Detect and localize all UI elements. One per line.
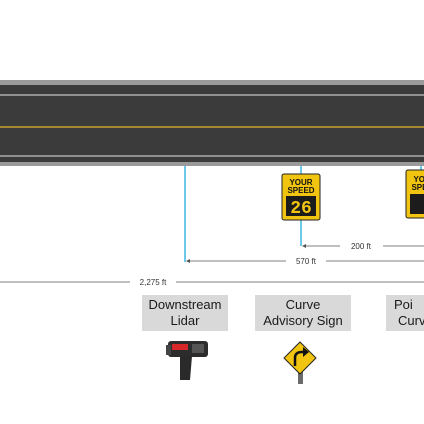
- speed-feedback-sign: YOUR SPEED 26: [281, 173, 321, 221]
- speed-feedback-sign-right: YOUR SPEED: [405, 169, 424, 219]
- point-of-curvature-label-line1: Poi: [394, 297, 413, 312]
- speed-sign-value: 26: [290, 199, 312, 219]
- curve-advisory-sign-icon: [283, 341, 317, 384]
- dimension-2275ft: 2,275 ft: [0, 278, 424, 287]
- downstream-lidar-label-line1: Downstream: [148, 297, 222, 312]
- dimension-570ft: 570 ft: [186, 257, 424, 266]
- speed-sign-line1: YOUR: [289, 178, 312, 187]
- speed-sign-right-line2: SPEED: [411, 183, 424, 192]
- speed-sign-right-line1: YOUR: [413, 175, 424, 184]
- road-edge-bottom: [0, 162, 424, 166]
- point-of-curvature-label: Poi Curv: [386, 295, 424, 331]
- road-edge-top: [0, 80, 424, 85]
- dimension-2275ft-label: 2,275 ft: [140, 278, 167, 287]
- road-surface: [0, 80, 424, 166]
- dimension-200ft-label: 200 ft: [351, 242, 372, 251]
- dimension-200ft: 200 ft: [302, 242, 424, 251]
- point-of-curvature-label-line2: Curv: [398, 313, 424, 328]
- dimension-570ft-label: 570 ft: [296, 257, 317, 266]
- curve-advisory-sign-label-line2: Advisory Sign: [263, 313, 343, 328]
- downstream-lidar-label: Downstream Lidar: [142, 295, 228, 331]
- lidar-gun-icon: [166, 341, 208, 380]
- speed-sign-line2: SPEED: [287, 186, 314, 195]
- downstream-lidar-label-line2: Lidar: [170, 313, 200, 328]
- curve-advisory-sign-label-line1: Curve: [285, 297, 321, 312]
- curve-advisory-sign-label: Curve Advisory Sign: [255, 295, 351, 331]
